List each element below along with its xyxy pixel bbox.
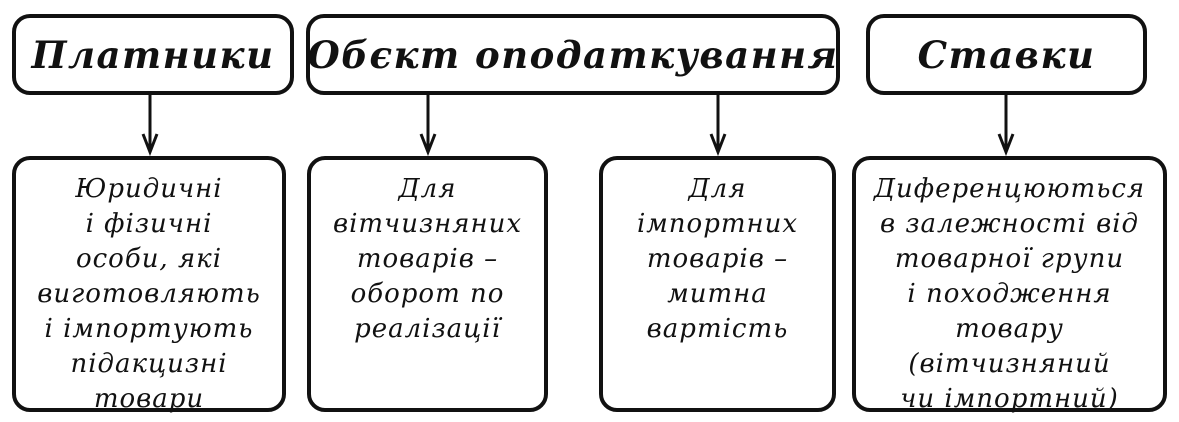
- rates-line: товарної групи: [894, 244, 1125, 274]
- payers-line: товари: [93, 384, 205, 414]
- payers-line: підакцизні: [70, 349, 228, 379]
- arrowhead-payers: [141, 133, 159, 157]
- header-rates: Ставки: [866, 14, 1147, 95]
- header-rates-label: Ставки: [917, 32, 1096, 77]
- payers-line: Юридичні: [75, 174, 223, 204]
- rates-line: товару: [955, 314, 1064, 344]
- box-domestic: Для вітчизняних товарів – оборот по реал…: [307, 156, 548, 412]
- header-object: Обєкт оподаткування: [306, 14, 840, 95]
- payers-line: особи, які: [75, 244, 223, 274]
- box-payers: Юридичні і фізичні особи, які виготовляю…: [12, 156, 286, 414]
- domestic-line: товарів –: [356, 244, 499, 274]
- payers-line: і імпортують: [44, 314, 254, 344]
- imported-line: товарів –: [646, 244, 789, 274]
- payers-line: і фізичні: [85, 209, 213, 239]
- arrowhead-imported: [709, 133, 727, 157]
- header-payers: Платники: [12, 14, 294, 95]
- domestic-line: оборот по: [350, 279, 505, 309]
- imported-line: імпортних: [636, 209, 799, 239]
- box-imported: Для імпортних товарів – митна вартість: [599, 156, 836, 412]
- domestic-line: реалізації: [354, 314, 501, 344]
- arrowhead-domestic: [419, 133, 437, 157]
- domestic-line: вітчизняних: [332, 209, 523, 239]
- rates-line: в залежності від: [879, 209, 1140, 239]
- arrowhead-rates: [997, 133, 1015, 157]
- imported-line: Для: [688, 174, 747, 204]
- box-rates: Диференцюються в залежності від товарної…: [852, 156, 1167, 414]
- rates-line: Диференцюються: [873, 174, 1146, 204]
- header-object-label: Обєкт оподаткування: [307, 32, 839, 77]
- rates-line: чи імпортний): [900, 384, 1119, 414]
- payers-line: виготовляють: [37, 279, 261, 309]
- header-payers-label: Платники: [31, 32, 275, 77]
- imported-line: вартість: [646, 314, 789, 344]
- rates-line: (вітчизняний: [908, 349, 1111, 379]
- domestic-line: Для: [398, 174, 457, 204]
- imported-line: митна: [667, 279, 768, 309]
- rates-line: і походження: [907, 279, 1112, 309]
